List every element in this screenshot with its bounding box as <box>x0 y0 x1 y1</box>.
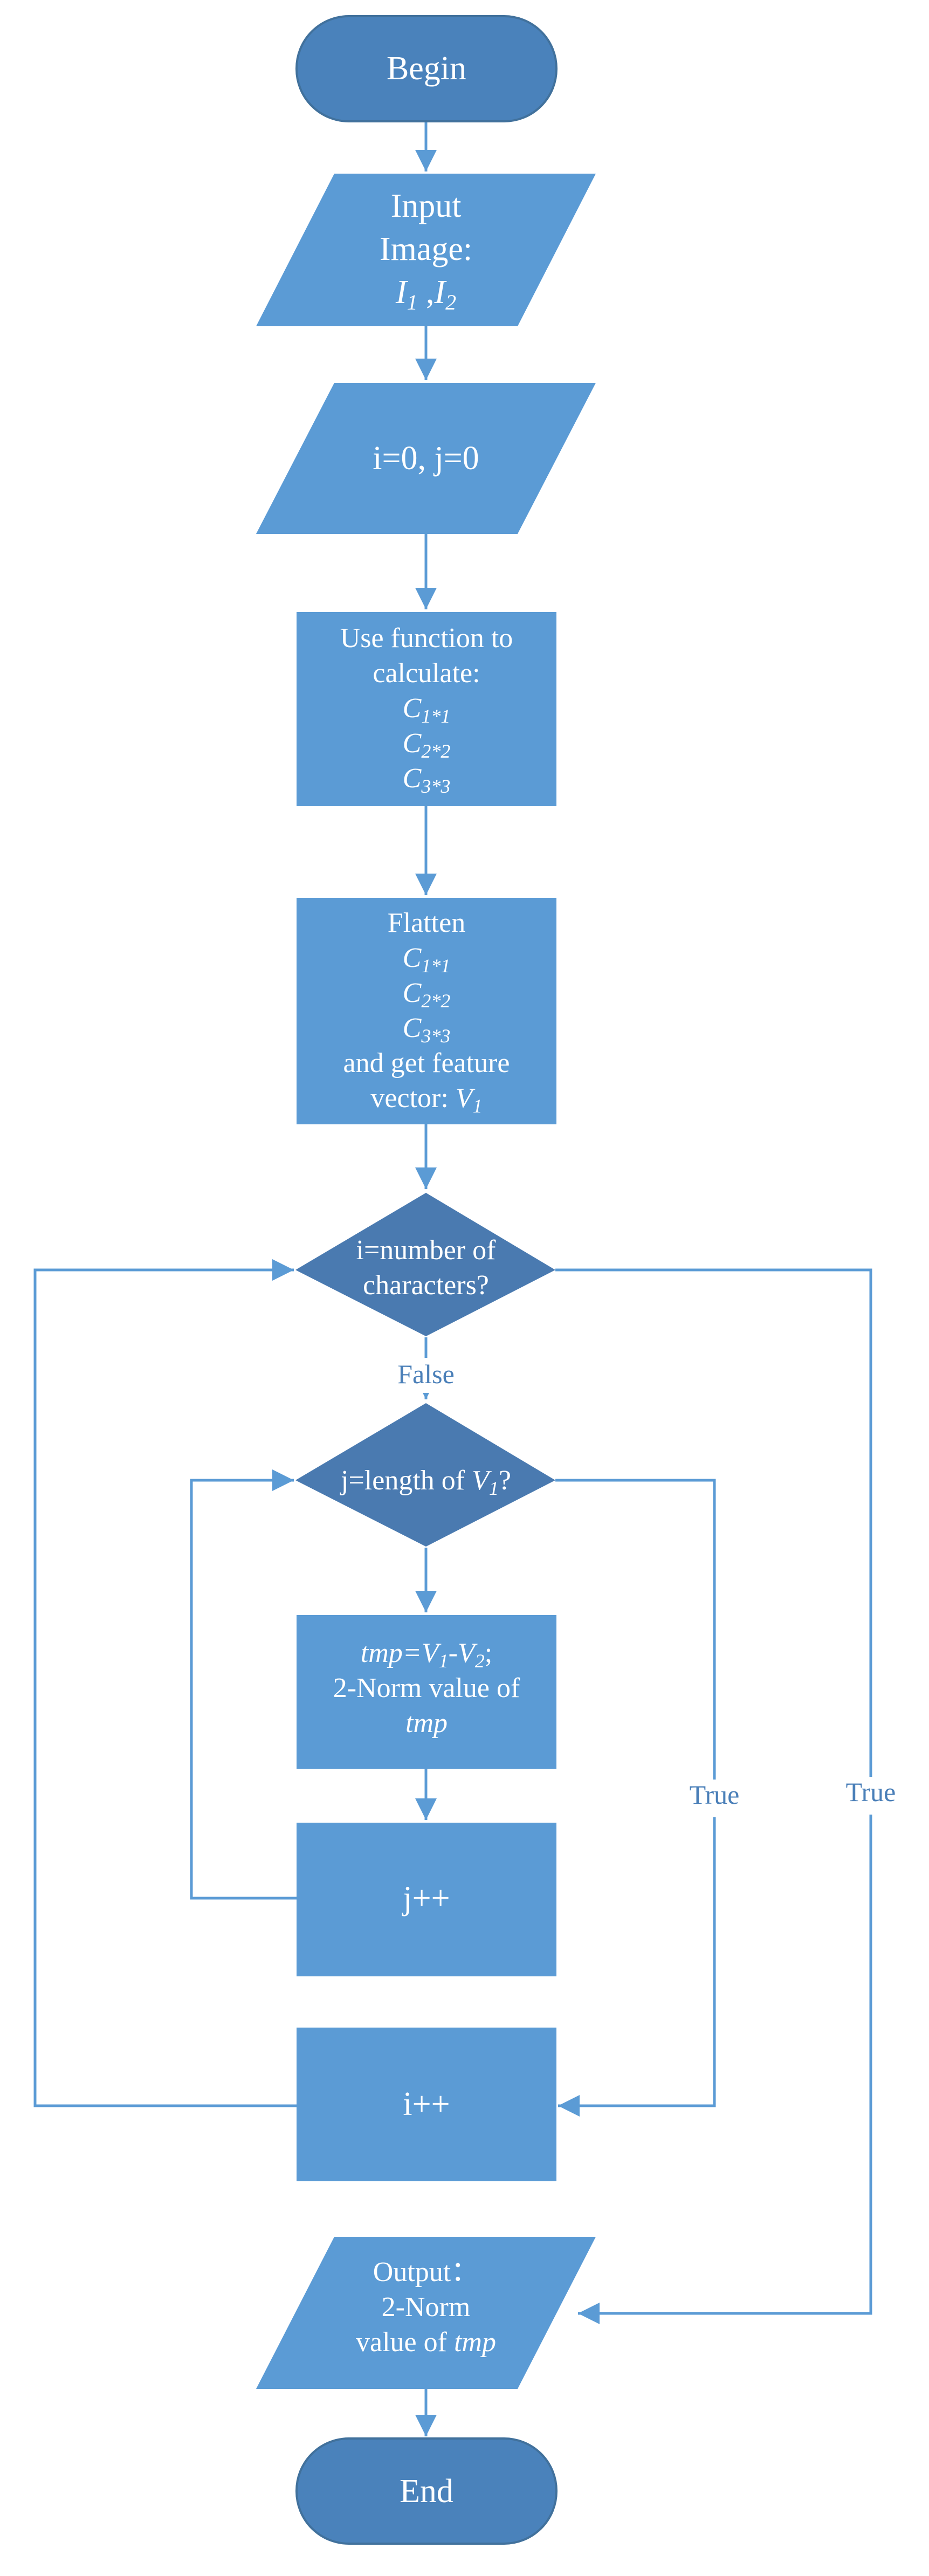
output-line3: value of tmp <box>356 2327 496 2358</box>
input-node: Input Image: I1 ,I2 <box>256 174 596 326</box>
init-label: i=0, j=0 <box>373 440 479 477</box>
calc-c3: C3*3 <box>403 763 451 797</box>
jpp-label: j++ <box>402 1880 450 1916</box>
ipp-node: i++ <box>297 2028 556 2181</box>
output-line1: Output： <box>373 2257 479 2288</box>
input-line2: Image: <box>380 231 472 267</box>
flatten-c3: C3*3 <box>403 1013 451 1047</box>
cond-j-label: j=length of V1? <box>340 1465 511 1499</box>
tmp-line3: tmp <box>405 1708 448 1739</box>
calc-c1: C1*1 <box>403 693 451 727</box>
output-line2: 2-Norm <box>382 2292 471 2323</box>
calc-c2: C2*2 <box>403 728 451 762</box>
begin-label: Begin <box>387 50 466 87</box>
ipp-label: i++ <box>403 2086 450 2122</box>
cond-j-node: j=length of V1? <box>295 1403 555 1547</box>
tmp-line1: tmp=V1-V2; <box>361 1638 492 1672</box>
output-node: Output： 2-Norm value of tmp <box>256 2237 596 2389</box>
jpp-node: j++ <box>297 1823 556 1976</box>
true-label-outer: True <box>846 1777 896 1807</box>
flatten-c1: C1*1 <box>403 943 451 977</box>
cond-i-node: i=number of characters? <box>295 1193 555 1336</box>
tmp-node: tmp=V1-V2; 2-Norm value of tmp <box>297 1615 556 1769</box>
cond-i-line1: i=number of <box>356 1235 497 1266</box>
init-node: i=0, j=0 <box>256 383 596 534</box>
input-line3: I1 ,I2 <box>395 274 456 314</box>
true-label-inner: True <box>690 1780 740 1810</box>
input-line1: Input <box>391 188 462 224</box>
end-node: End <box>295 2437 558 2545</box>
flatten-line5: and get feature <box>343 1048 510 1079</box>
calc-line2: calculate: <box>373 658 480 689</box>
begin-node: Begin <box>295 15 558 122</box>
end-label: End <box>400 2473 453 2510</box>
flatten-c2: C2*2 <box>403 978 451 1012</box>
flatten-node: Flatten C1*1 C2*2 C3*3 and get feature v… <box>297 898 556 1124</box>
flatten-line6: vector: V1 <box>370 1083 482 1117</box>
false-label: False <box>397 1359 455 1389</box>
edge-jpp-loop-to-cond-j <box>190 1469 297 1900</box>
calc-line1: Use function to <box>340 623 513 654</box>
flatten-line1: Flatten <box>388 908 465 938</box>
edge-ipp-loop-to-cond-i <box>33 1259 297 2107</box>
calc-node: Use function to calculate: C1*1 C2*2 C3*… <box>297 612 556 806</box>
edge-labels: False True True <box>386 1358 909 1817</box>
cond-i-line2: characters? <box>363 1270 489 1301</box>
tmp-line2: 2-Norm value of <box>333 1673 520 1703</box>
